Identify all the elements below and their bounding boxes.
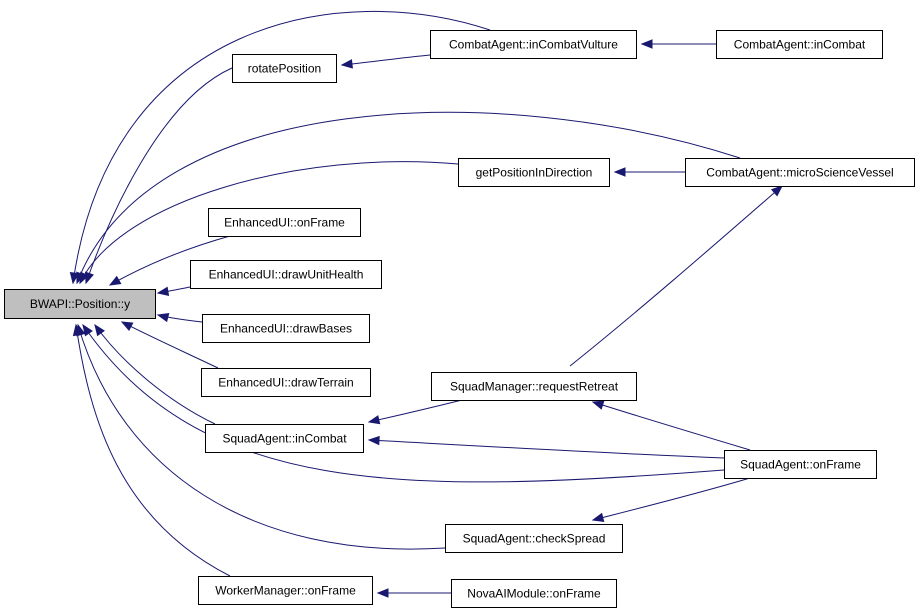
edge-in-combat-vulture-to-rotate-position xyxy=(341,54,431,66)
arrowhead xyxy=(376,588,389,598)
node-box xyxy=(208,208,361,237)
edge-worker-manager-on-frame-to-position-y xyxy=(75,324,231,577)
edge-squad-agent-in-combat-to-position-y xyxy=(94,324,216,425)
node-box xyxy=(205,424,364,453)
node-label: CombatAgent::inCombat xyxy=(734,38,866,52)
arrowhead xyxy=(340,59,353,69)
arrowhead xyxy=(76,271,86,285)
node-label: rotatePosition xyxy=(248,62,321,76)
edge-squad-agent-on-frame-to-check-spread xyxy=(592,477,751,521)
node-box xyxy=(458,158,610,187)
node-label: EnhancedUI::drawBases xyxy=(220,322,352,336)
node-enhanced-ui-on-frame[interactable]: EnhancedUI::onFrame xyxy=(208,208,361,237)
node-box xyxy=(724,450,877,479)
arrowhead xyxy=(82,323,93,337)
node-box xyxy=(4,289,156,319)
node-draw-unit-health[interactable]: EnhancedUI::drawUnitHealth xyxy=(190,260,382,289)
node-label: SquadAgent::checkSpread xyxy=(463,532,606,546)
edge-in-combat-vulture-to-position-y xyxy=(72,10,491,284)
node-box xyxy=(451,579,617,608)
arrowhead xyxy=(156,312,170,323)
node-combat-agent-in-combat[interactable]: CombatAgent::inCombat xyxy=(716,30,883,59)
edge-squad-agent-on-frame-to-position-y xyxy=(82,324,725,483)
node-box xyxy=(232,54,337,83)
node-get-position-in-direction[interactable]: getPositionInDirection xyxy=(458,158,610,187)
node-label: SquadAgent::onFrame xyxy=(740,458,861,472)
arrowhead xyxy=(94,323,105,337)
edge-squad-agent-on-frame-to-squad-agent-in-combat xyxy=(368,439,725,459)
node-request-retreat[interactable]: SquadManager::requestRetreat xyxy=(431,372,637,401)
node-check-spread[interactable]: SquadAgent::checkSpread xyxy=(445,524,623,553)
edge-rotate-position-to-position-y xyxy=(85,67,233,284)
arrowhead xyxy=(156,286,170,296)
node-squad-agent-in-combat[interactable]: SquadAgent::inCombat xyxy=(205,424,364,453)
edge-request-retreat-to-micro-science-vessel xyxy=(569,185,783,367)
node-box xyxy=(716,30,883,59)
node-label: EnhancedUI::drawTerrain xyxy=(218,376,353,390)
node-label: SquadManager::requestRetreat xyxy=(450,380,619,394)
node-nova-ai-on-frame[interactable]: NovaAIModule::onFrame xyxy=(451,579,617,608)
node-draw-bases[interactable]: EnhancedUI::drawBases xyxy=(202,314,370,343)
edge-check-spread-to-position-y xyxy=(77,324,446,550)
nodes-layer: BWAPI::Position::yrotatePositionCombatAg… xyxy=(4,30,915,608)
node-label: CombatAgent::inCombatVulture xyxy=(449,38,618,52)
edges-layer xyxy=(69,10,784,598)
arrowhead xyxy=(591,512,605,522)
arrowhead xyxy=(613,167,626,177)
edge-enhanced-ui-on-frame-to-position-y xyxy=(109,235,231,286)
node-box xyxy=(685,158,915,187)
node-box xyxy=(202,314,370,343)
edge-request-retreat-to-squad-agent-in-combat xyxy=(368,399,463,423)
node-box xyxy=(431,372,637,401)
node-in-combat-vulture[interactable]: CombatAgent::inCombatVulture xyxy=(430,30,637,59)
edge-micro-science-vessel-to-position-y xyxy=(76,111,741,284)
node-box xyxy=(201,368,371,397)
node-position-y[interactable]: BWAPI::Position::y xyxy=(4,289,156,319)
node-box xyxy=(445,524,623,553)
node-micro-science-vessel[interactable]: CombatAgent::microScienceVessel xyxy=(685,158,915,187)
node-label: getPositionInDirection xyxy=(476,166,593,180)
node-box xyxy=(190,260,382,289)
arrowhead xyxy=(84,271,94,285)
node-draw-terrain[interactable]: EnhancedUI::drawTerrain xyxy=(201,368,371,397)
node-label: NovaAIModule::onFrame xyxy=(467,587,601,601)
arrowhead xyxy=(367,435,380,446)
arrowhead xyxy=(640,39,653,49)
node-rotate-position[interactable]: rotatePosition xyxy=(232,54,337,83)
node-squad-agent-on-frame[interactable]: SquadAgent::onFrame xyxy=(724,450,877,479)
node-label: WorkerManager::onFrame xyxy=(215,584,356,598)
node-box xyxy=(430,30,637,59)
arrowhead xyxy=(108,275,122,286)
node-label: EnhancedUI::onFrame xyxy=(224,216,345,230)
node-box xyxy=(198,576,373,605)
node-label: SquadAgent::inCombat xyxy=(222,432,347,446)
arrowhead xyxy=(72,323,83,337)
arrowhead xyxy=(367,415,381,425)
edge-get-position-in-direction-to-position-y xyxy=(79,161,459,284)
arrowhead xyxy=(770,185,784,197)
arrowhead xyxy=(591,400,605,410)
node-label: CombatAgent::microScienceVessel xyxy=(706,166,893,180)
edge-squad-agent-on-frame-to-request-retreat xyxy=(592,401,751,451)
node-worker-manager-on-frame[interactable]: WorkerManager::onFrame xyxy=(198,576,373,605)
node-label: EnhancedUI::drawUnitHealth xyxy=(209,268,364,282)
node-label: BWAPI::Position::y xyxy=(30,297,130,311)
arrowhead xyxy=(120,321,134,332)
